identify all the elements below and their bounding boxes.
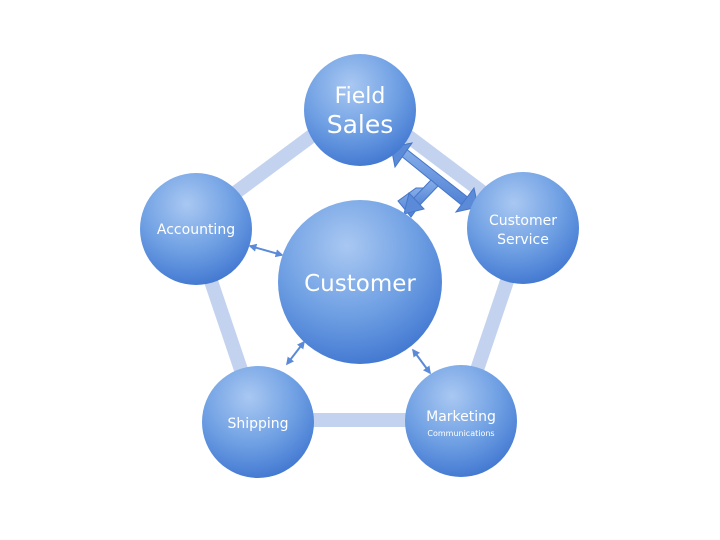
arrow-marketing-customer [412,348,431,375]
node-customer-service-line1: Customer [489,213,557,229]
node-marketing-line1: Marketing [426,409,496,425]
node-customer-service: Customer Service [467,172,579,284]
arrow-shipping-customer [286,340,305,366]
node-accounting-label: Accounting [157,222,235,238]
node-marketing-line2: Communications [427,429,494,438]
node-field-sales-line2: Sales [327,110,394,139]
node-shipping-label: Shipping [227,416,288,432]
node-field-sales-line1: Field [335,84,386,109]
node-customer-center: Customer [278,200,442,364]
node-accounting: Accounting [140,173,252,285]
node-customer-service-line2: Service [497,232,549,248]
center-customer-label: Customer [304,271,416,297]
arrow-accounting-customer [248,243,284,258]
node-shipping: Shipping [202,366,314,478]
triple-arrow-sales-service-customer [390,142,479,218]
node-field-sales: Field Sales [304,54,416,166]
node-marketing-communications: Marketing Communications [405,365,517,477]
